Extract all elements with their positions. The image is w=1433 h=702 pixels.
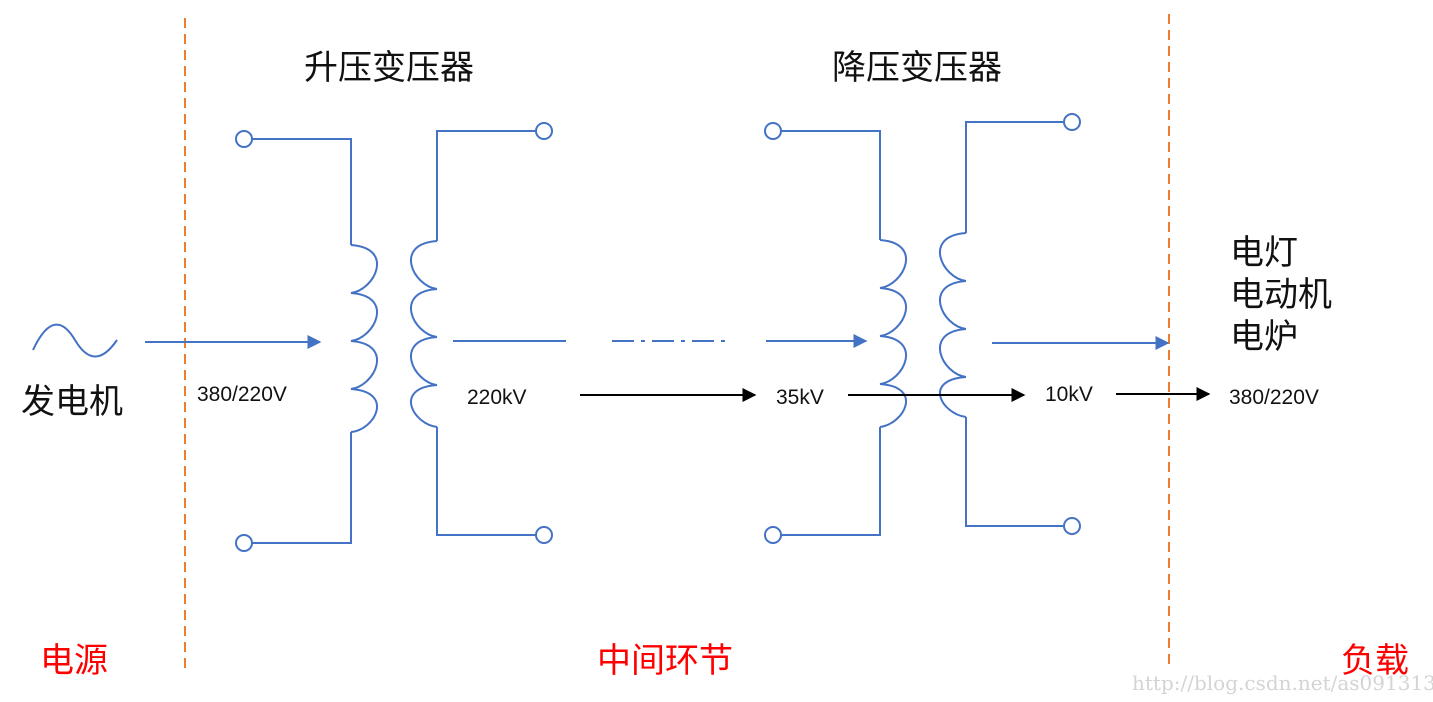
step-down-transformer-title: 降压变压器 — [832, 48, 1002, 88]
sine-wave-icon — [32, 323, 118, 358]
watermark: http://blog.csdn.net/as091313 — [1132, 671, 1433, 695]
load-item-lamp: 电灯 — [1230, 233, 1298, 273]
generator-label: 发电机 — [21, 382, 123, 422]
step-up-secondary-winding — [410, 122, 553, 544]
region-load-label: 负载 — [1341, 641, 1409, 681]
region-source-label: 电源 — [40, 641, 108, 681]
load-item-furnace: 电炉 — [1230, 317, 1298, 357]
step-up-primary-winding — [235, 130, 378, 552]
substation-voltage: 35kV — [776, 386, 824, 409]
step-up-transformer-title: 升压变压器 — [304, 48, 474, 88]
generator-voltage: 380/220V — [197, 383, 287, 406]
transmission-voltage: 220kV — [467, 386, 527, 409]
region-middle-label: 中间环节 — [597, 641, 733, 681]
step-down-secondary-winding — [939, 113, 1081, 535]
load-voltage: 380/220V — [1229, 386, 1319, 409]
load-item-motor: 电动机 — [1230, 275, 1332, 315]
step-down-primary-winding — [764, 122, 907, 544]
distribution-voltage: 10kV — [1045, 383, 1093, 406]
